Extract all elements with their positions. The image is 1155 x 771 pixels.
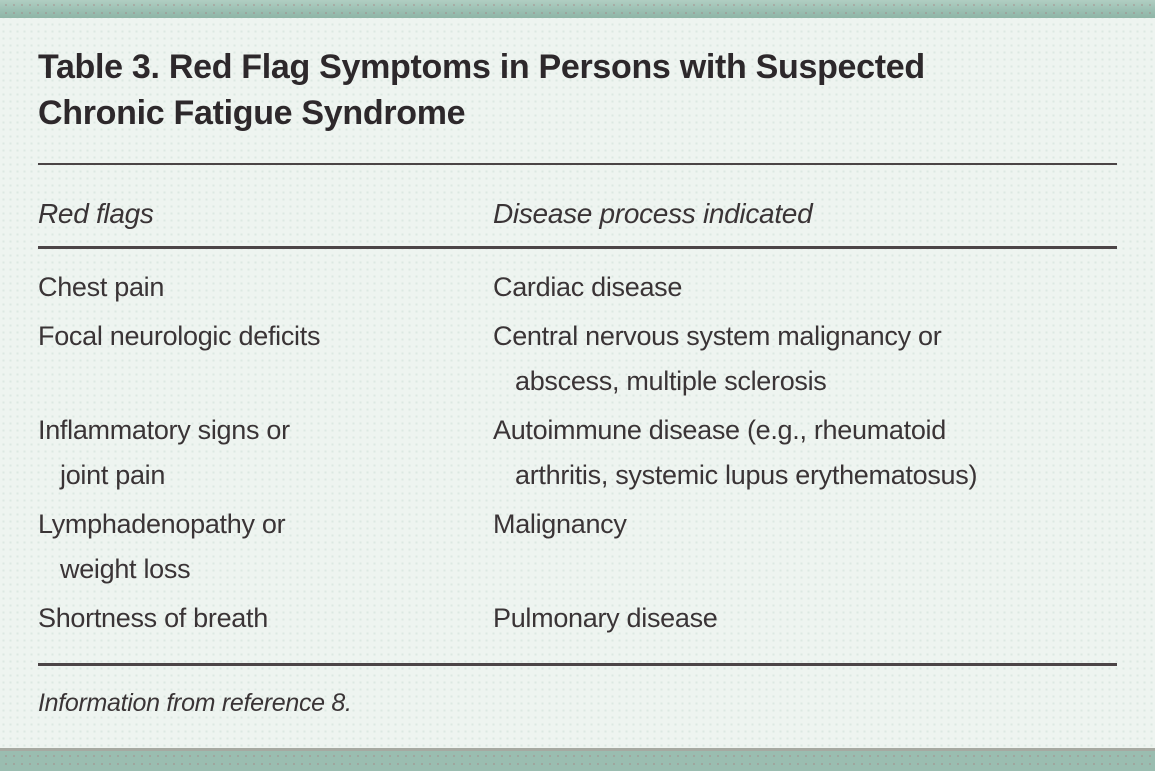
top-accent-bar [0,0,1155,18]
disease-cell: Malignancy [493,509,627,539]
red-flag-cell: Lymphadenopathy or weight loss [38,509,286,584]
table-row: Inflammatory signs or joint pain Autoimm… [38,408,1117,498]
red-flag-cell: Focal neurologic deficits [38,321,321,351]
table-body: Chest pain Cardiac disease Focal neurolo… [38,265,1117,641]
column-headers: Red flags Disease process indicated [38,197,1117,231]
table-row: Chest pain Cardiac disease [38,265,1117,310]
table-footnote: Information from reference 8. [38,689,352,717]
table-row: Focal neurologic deficits Central nervou… [38,314,1117,404]
table-content: Table 3. Red Flag Symptoms in Persons wi… [0,44,1155,719]
bottom-accent-bar [0,748,1155,771]
divider-bottom [38,663,1117,666]
red-flag-cell: Shortness of breath [38,603,268,633]
red-flag-cell: Inflammatory signs or joint pain [38,415,290,490]
table-title: Table 3. Red Flag Symptoms in Persons wi… [38,48,925,132]
column-header-red-flags: Red flags [38,198,154,229]
divider-header [38,246,1117,249]
disease-cell: Autoimmune disease (e.g., rheumatoid art… [493,415,978,490]
table-row: Shortness of breath Pulmonary disease [38,596,1117,641]
disease-cell: Central nervous system malignancy or abs… [493,321,942,396]
column-header-disease-process: Disease process indicated [493,198,813,229]
disease-cell: Pulmonary disease [493,603,718,633]
table-row: Lymphadenopathy or weight loss Malignanc… [38,502,1117,592]
disease-cell: Cardiac disease [493,272,683,302]
divider-top [38,163,1117,165]
red-flag-cell: Chest pain [38,272,165,302]
